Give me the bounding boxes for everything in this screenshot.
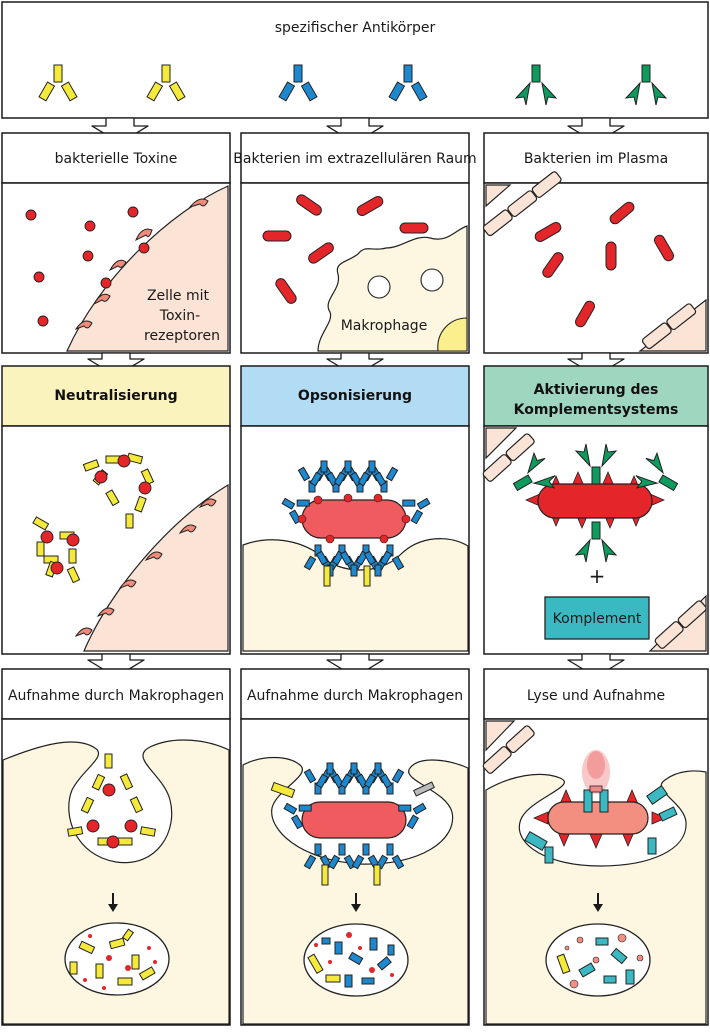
cell-label-line1: Zelle mit bbox=[147, 288, 210, 304]
opsonized-bacterium bbox=[301, 499, 407, 539]
vessel-corner-mech bbox=[485, 427, 518, 460]
situation-label-3: Bakterien im Plasma bbox=[524, 151, 668, 167]
cell-label-line2: Toxin- bbox=[159, 308, 200, 324]
toxin-receptors-top bbox=[74, 198, 209, 331]
plus-sign: + bbox=[589, 564, 606, 588]
nucleus bbox=[437, 317, 468, 352]
fc-receptor-1 bbox=[323, 565, 331, 587]
endothelium-mech-top bbox=[482, 433, 535, 482]
macrophage-extracellular bbox=[317, 225, 468, 352]
toxin-antibody-complex-1 bbox=[82, 452, 155, 529]
mechanism-label-3-line1: Aktivierung des bbox=[534, 382, 659, 398]
degraded-fragments-1 bbox=[69, 928, 157, 990]
complement-target-bacterium bbox=[537, 483, 653, 519]
down-arrow-col1 bbox=[108, 893, 118, 912]
fc-receptor-4 bbox=[373, 864, 381, 886]
lysed-bacterium bbox=[547, 801, 649, 835]
column-2: Bakterien im extrazellulären Raum Makrop… bbox=[233, 132, 477, 1026]
endothelium-mech-bottom bbox=[654, 600, 707, 649]
mechanism-label-2: Opsonisierung bbox=[298, 388, 412, 404]
toxin-antibody-complex-2 bbox=[32, 516, 81, 584]
situation-label-1: bakterielle Toxine bbox=[55, 151, 178, 167]
macrophage-label: Makrophage bbox=[341, 318, 428, 334]
degraded-fragments-2 bbox=[307, 932, 395, 988]
mechanism-box-1 bbox=[1, 365, 231, 427]
degraded-fragments-3 bbox=[556, 933, 644, 989]
down-arrow-col2 bbox=[351, 893, 361, 912]
result-label-1: Aufnahme durch Makrophagen bbox=[8, 688, 224, 704]
situation-box-2 bbox=[240, 132, 470, 184]
result-box-3 bbox=[483, 668, 709, 720]
fc-receptor-2 bbox=[363, 565, 371, 587]
result-box-2 bbox=[240, 668, 470, 720]
top-box bbox=[1, 1, 709, 119]
phagolysosome-1 bbox=[64, 922, 170, 996]
situation-box-3 bbox=[483, 132, 709, 184]
mechanism-label-3-line2: Komplementsystems bbox=[514, 402, 679, 418]
vessel-corner-result bbox=[485, 720, 516, 752]
macrophage-engulfing-toxins bbox=[2, 739, 230, 1025]
complement-receptors bbox=[524, 785, 678, 864]
top-title: spezifischer Antikörper bbox=[275, 20, 436, 36]
engulfed-toxin-complex bbox=[67, 753, 156, 849]
complement-box bbox=[544, 596, 650, 640]
fc-receptor-3 bbox=[321, 864, 329, 886]
endothelium-top bbox=[482, 171, 562, 237]
vacuole-1 bbox=[367, 275, 391, 299]
down-arrow-col3 bbox=[593, 893, 603, 912]
result-label-2: Aufnahme durch Makrophagen bbox=[247, 688, 463, 704]
toxins bbox=[25, 206, 150, 327]
complement-label: Komplement bbox=[553, 611, 642, 627]
endothelium-result bbox=[482, 725, 535, 774]
vacuole-2 bbox=[420, 268, 444, 292]
macrophage-lysis bbox=[485, 770, 707, 1025]
column-1: bakterielle Toxine Zelle mit Toxin- reze… bbox=[1, 132, 231, 1026]
cell-label-line3: rezeptoren bbox=[144, 328, 220, 344]
membrane-attack-pore bbox=[583, 785, 609, 813]
column-3: Bakterien im Plasma Aktivierung des Komp… bbox=[482, 132, 709, 1026]
neutralization-receptors bbox=[74, 498, 217, 638]
situation-label-2: Bakterien im extrazellulären Raum bbox=[233, 151, 476, 167]
membrane-receptor-right bbox=[413, 781, 435, 797]
result-box-1 bbox=[1, 668, 231, 720]
engulfed-bacterium bbox=[301, 801, 407, 839]
mechanism-label-1: Neutralisierung bbox=[54, 388, 177, 404]
vessel-wall-corner bbox=[485, 184, 512, 208]
situation-box-1 bbox=[1, 132, 231, 184]
membrane-receptor-left bbox=[270, 781, 296, 799]
attachment-dots bbox=[297, 493, 411, 544]
result-label-3: Lyse und Aufnahme bbox=[527, 688, 665, 704]
endothelium-bottom bbox=[641, 303, 697, 350]
